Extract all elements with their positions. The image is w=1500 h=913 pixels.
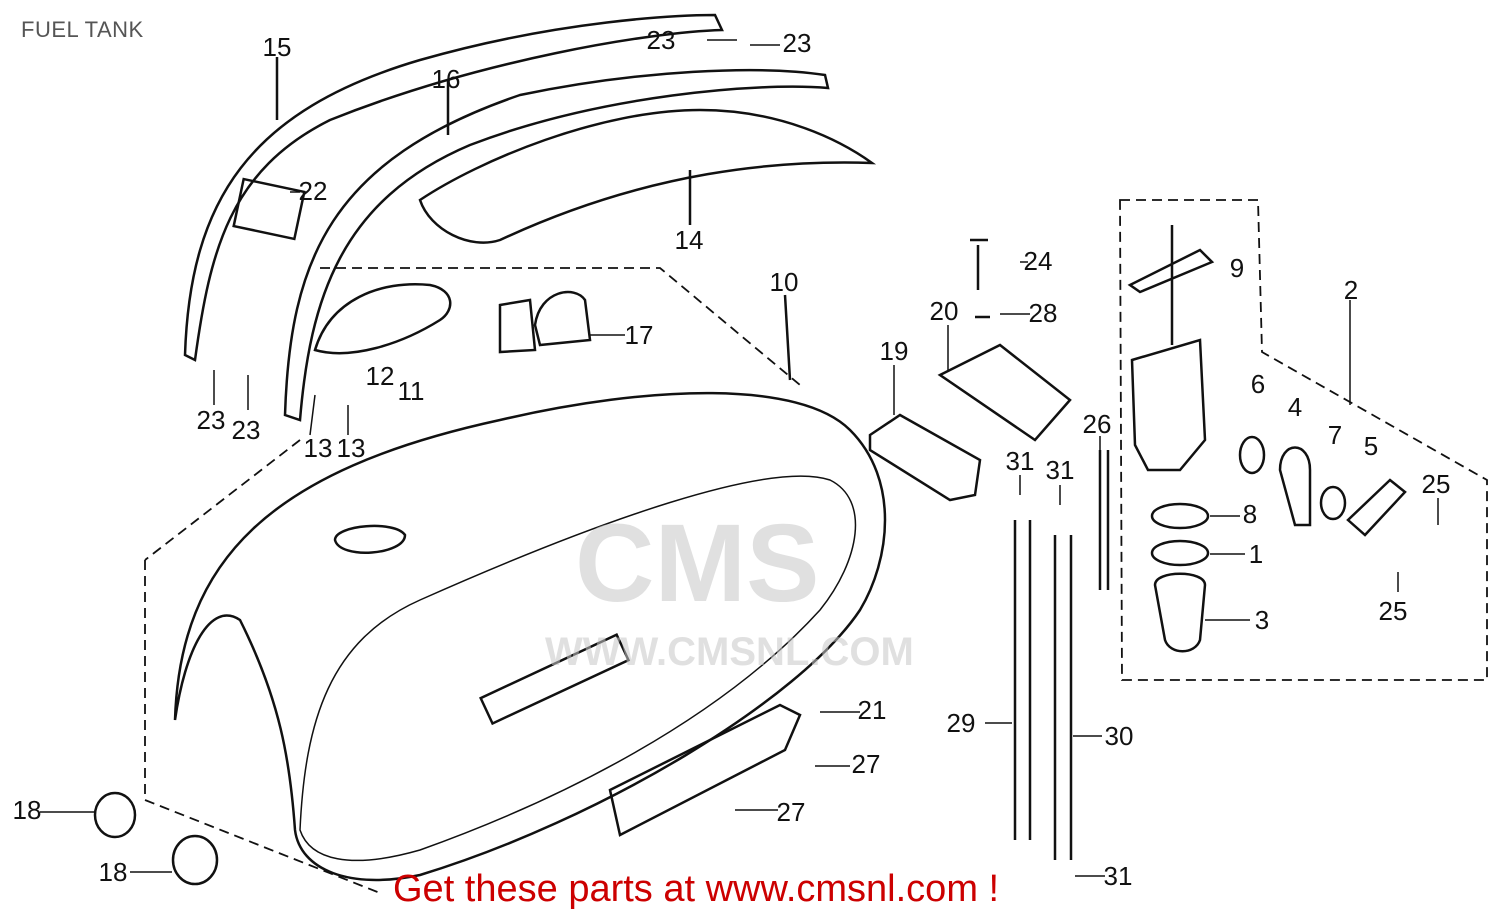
- callout-label: 9: [1229, 253, 1245, 283]
- fuel-tank: [173, 391, 887, 882]
- bracket-19: [868, 413, 982, 502]
- callout-label: 22: [298, 176, 328, 206]
- petcock: [1130, 338, 1207, 472]
- oring-1: [1150, 539, 1210, 567]
- cup-3: [1153, 572, 1207, 653]
- callout-label: 31: [1005, 446, 1035, 476]
- callout-label: 13: [336, 433, 366, 463]
- badge-mount: [479, 633, 631, 726]
- callout-label: 28: [1028, 298, 1058, 328]
- callout-label: 5: [1363, 431, 1379, 461]
- callout-label: 25: [1378, 596, 1408, 626]
- callout-label: 31: [1045, 455, 1075, 485]
- callout-label: 3: [1254, 605, 1270, 635]
- callout-label: 30: [1104, 721, 1134, 751]
- callout-label: 13: [303, 433, 333, 463]
- filter-8: [1150, 502, 1210, 530]
- callout-label: 18: [12, 795, 42, 825]
- watermark-url: WWW.CMSNL.COM: [545, 630, 914, 674]
- shop-link-banner[interactable]: Get these parts at www.cmsnl.com !: [393, 868, 1000, 910]
- callout-label: 15: [262, 32, 292, 62]
- callout-label: 2: [1343, 275, 1359, 305]
- trim-16: [283, 68, 830, 422]
- callout-label: 18: [98, 857, 128, 887]
- callout-label: 27: [851, 749, 881, 779]
- fuel-cap-12: [313, 283, 452, 355]
- tank-inlet: [333, 524, 407, 554]
- callout-label: 14: [674, 225, 704, 255]
- callout-label: 26: [1082, 409, 1112, 439]
- honda-emblem-21: [608, 703, 802, 837]
- plate-5: [1346, 478, 1407, 537]
- gasket-4: [1278, 446, 1312, 527]
- lock-17: [498, 290, 592, 354]
- callout-label: 16: [431, 64, 461, 94]
- callout-label: 29: [946, 708, 976, 738]
- callout-label: 8: [1242, 499, 1258, 529]
- watermark-logo: CMS: [575, 502, 820, 625]
- callout-label: 12: [365, 361, 395, 391]
- callout-label: 10: [769, 267, 799, 297]
- callout-label: 23: [646, 25, 676, 55]
- callout-label: 1: [1248, 539, 1264, 569]
- callout-label: 23: [231, 415, 261, 445]
- callout-label: 17: [624, 320, 654, 350]
- callout-label: 4: [1287, 392, 1303, 422]
- callout-label: 31: [1103, 861, 1133, 891]
- callout-label: 20: [929, 296, 959, 326]
- tank-pad-14: [418, 108, 877, 244]
- oring-7: [1319, 485, 1347, 521]
- callout-label: 21: [857, 695, 887, 725]
- callout-label: 19: [879, 336, 909, 366]
- callout-label: 24: [1023, 246, 1053, 276]
- grommet-18b: [171, 834, 219, 886]
- callout-label: 11: [397, 376, 425, 406]
- callout-label: 6: [1250, 369, 1266, 399]
- callout-label: 27: [776, 797, 806, 827]
- diagram-title: FUEL TANK: [21, 17, 144, 42]
- callout-label: 25: [1421, 469, 1451, 499]
- bracket-20: [937, 343, 1072, 442]
- callout-label: 23: [196, 405, 226, 435]
- bolt-26: [1098, 450, 1110, 590]
- tube-30: [1053, 535, 1073, 860]
- trim-15: [183, 13, 724, 362]
- tube-29: [1013, 520, 1032, 840]
- callout-label: 23: [782, 28, 812, 58]
- callout-label: 7: [1327, 420, 1343, 450]
- gasket-6: [1238, 435, 1266, 475]
- emblem-22: [232, 177, 306, 241]
- grommet-18a: [93, 791, 137, 839]
